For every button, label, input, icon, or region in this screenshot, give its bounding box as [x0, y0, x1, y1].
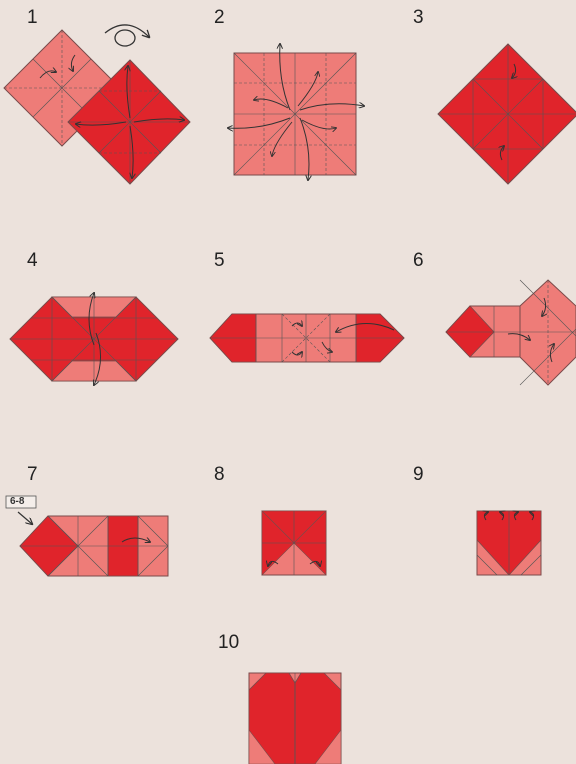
step-4-diagram	[10, 293, 178, 385]
step-7-reference-label: 6-8	[10, 496, 24, 507]
step-9-diagram	[477, 511, 541, 575]
step-2-diagram	[228, 44, 364, 180]
step-3-diagram	[438, 44, 576, 184]
step-6-diagram	[446, 280, 576, 385]
step-10-diagram	[249, 673, 341, 764]
step-7-diagram	[6, 496, 168, 576]
step-5-diagram	[210, 314, 404, 362]
reference-arrow-icon	[18, 512, 32, 524]
step-8-diagram	[262, 511, 326, 575]
step-1-diagram	[4, 25, 190, 184]
flip-over-icon	[105, 25, 149, 46]
